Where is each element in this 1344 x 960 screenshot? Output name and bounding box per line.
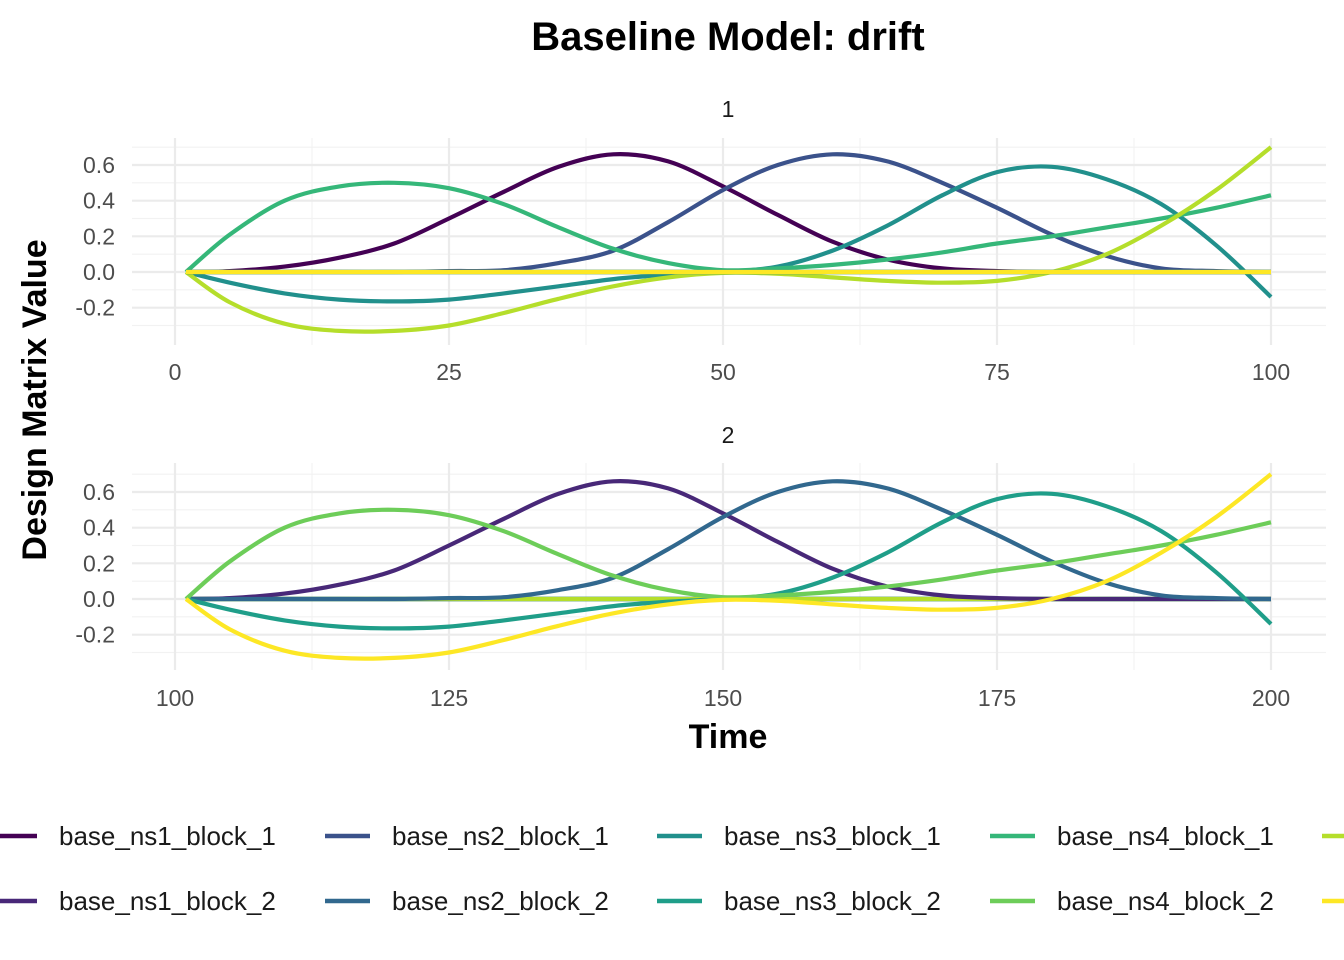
series-line-base_ns5_block_1 [184,145,1273,334]
x-tick-label: 200 [1252,685,1290,711]
panel-1: 1 -0.2 0.0 0.2 0.4 0.6 0 25 50 75 100 [75,96,1326,385]
legend-label-base_ns3_block_1: base_ns3_block_1 [724,821,941,851]
legend-item-base_ns3_block_2: base_ns3_block_2 [657,886,941,916]
x-tick-label: 75 [984,359,1010,385]
y-tick-label: 0.0 [83,586,115,612]
legend-label-base_ns1_block_1: base_ns1_block_1 [59,821,276,851]
panel-strip-label: 1 [722,96,735,122]
legend-item-base_ns4_block_2: base_ns4_block_2 [990,886,1274,916]
x-tick-label: 50 [710,359,736,385]
legend-item-base_ns2_block_2: base_ns2_block_2 [325,886,609,916]
x-tick-label: 125 [430,685,468,711]
legend-label-base_ns4_block_1: base_ns4_block_1 [1057,821,1274,851]
y-tick-label: 0.0 [83,259,115,285]
chart-title: Baseline Model: drift [531,15,924,59]
legend-item-base_ns5_block_1: base_ns5_block_1 [1322,833,1344,839]
legend-item-base_ns5_block_2: base_ns5_block_2 [1322,898,1344,904]
panel-strip-label: 2 [722,422,735,448]
x-tick-label: 100 [1252,359,1290,385]
x-tick-label: 0 [169,359,182,385]
y-axis-title: Design Matrix Value [16,239,54,560]
series-line-base_ns1_block_2 [185,479,1271,602]
y-tick-label: -0.2 [75,295,115,321]
x-tick-label: 25 [436,359,462,385]
legend-label-base_ns4_block_2: base_ns4_block_2 [1057,886,1274,916]
x-tick-label: 150 [704,685,742,711]
legend-label-base_ns1_block_2: base_ns1_block_2 [59,886,276,916]
series-lines [184,472,1273,661]
legend-item-base_ns1_block_2: base_ns1_block_2 [0,886,276,916]
legend-item-base_ns3_block_1: base_ns3_block_1 [657,821,941,851]
series-line-base_ns4_block_1 [184,180,1272,274]
y-tick-label: 0.4 [83,188,115,214]
y-tick-label: 0.2 [83,223,115,249]
legend-label-base_ns2_block_1: base_ns2_block_1 [392,821,609,851]
x-tick-label: 100 [156,685,194,711]
series-line-base_ns5_block_2 [184,472,1273,661]
y-tick-label: 0.2 [83,550,115,576]
legend-label-base_ns3_block_2: base_ns3_block_2 [724,886,941,916]
y-tick-label: 0.4 [83,515,115,541]
x-tick-label: 175 [978,685,1016,711]
y-tick-label: 0.6 [83,152,115,178]
grid [132,138,1326,345]
panel-2: 2 -0.2 0.0 0.2 0.4 0.6 100 125 150 175 200 [75,422,1326,711]
legend-item-base_ns4_block_1: base_ns4_block_1 [990,821,1274,851]
x-axis-title: Time [689,718,768,756]
legend-item-base_ns2_block_1: base_ns2_block_1 [325,821,609,851]
y-tick-label: -0.2 [75,622,115,648]
legend: base_ns1_block_1 base_ns2_block_1 base_ns3… [0,821,1344,916]
y-tick-label: 0.6 [83,479,115,505]
panels: 1 -0.2 0.0 0.2 0.4 0.6 0 25 50 75 100 2 -0.2 0.0 0.2 0.… [75,96,1326,711]
legend-label-base_ns2_block_2: base_ns2_block_2 [392,886,609,916]
series-lines [184,145,1273,334]
grid [132,463,1326,670]
series-line-base_ns2_block_2 [186,479,1272,602]
legend-item-base_ns1_block_1: base_ns1_block_1 [0,821,276,851]
series-line-base_ns4_block_2 [184,507,1272,601]
